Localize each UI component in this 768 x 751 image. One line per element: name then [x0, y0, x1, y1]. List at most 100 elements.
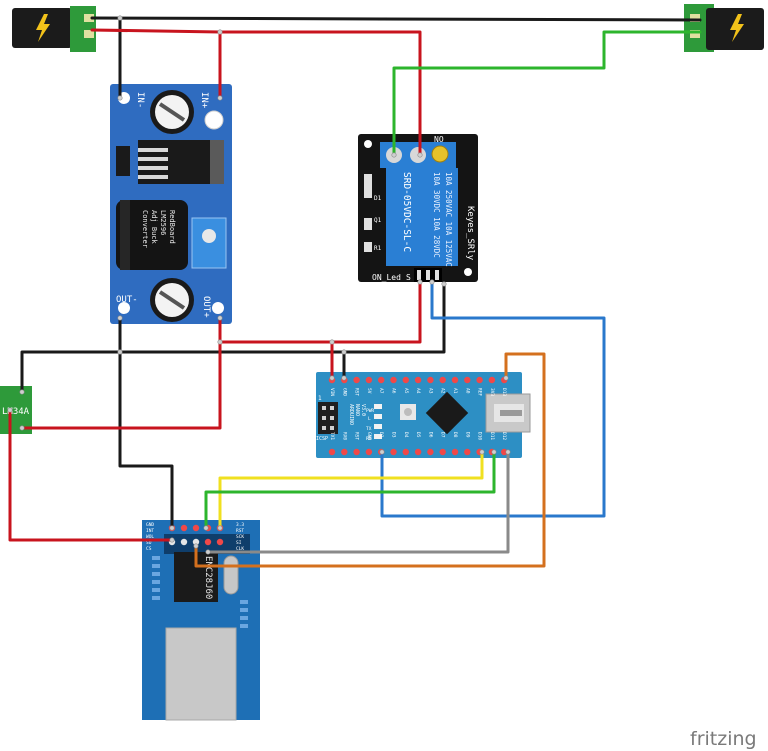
nano-pin-hole[interactable] [451, 448, 459, 456]
wire-endpoint[interactable] [117, 349, 123, 355]
nano-pin-hole[interactable] [451, 376, 459, 384]
wire-endpoint[interactable] [479, 449, 485, 455]
nano-pin-label: A0 [464, 388, 470, 394]
eth-pin-hole[interactable] [216, 538, 224, 546]
eth-pin-hole[interactable] [192, 524, 200, 532]
wire-endpoint[interactable] [503, 375, 509, 381]
wire-endpoint[interactable] [193, 543, 199, 549]
wire-endpoint[interactable] [217, 95, 223, 101]
nano-pin-hole[interactable] [365, 376, 373, 384]
wire-endpoint[interactable] [417, 152, 423, 158]
wire-endpoint[interactable] [491, 449, 497, 455]
wire-gnd-top [90, 16, 702, 22]
wire-endpoint[interactable] [417, 279, 423, 285]
wire-endpoint[interactable] [391, 152, 397, 158]
nano-pin-label: D13 [501, 388, 507, 396]
wire-endpoint[interactable] [329, 375, 335, 381]
wire-endpoint[interactable] [203, 525, 209, 531]
nano-pin-label: TX1 [329, 432, 335, 440]
wire-endpoint[interactable] [217, 525, 223, 531]
wire-endpoint[interactable] [169, 537, 175, 543]
nano-pin-hole[interactable] [341, 448, 348, 456]
wire-endpoint[interactable] [217, 29, 223, 35]
wire-relay-no-out [392, 30, 702, 157]
wire-endpoint[interactable] [379, 449, 385, 455]
nano-pin-hole[interactable] [427, 376, 434, 384]
nano-pin-hole[interactable] [353, 448, 360, 456]
nano-pin-hole[interactable] [390, 448, 397, 456]
wire-endpoint[interactable] [117, 15, 123, 21]
nano-pin-label: RST [354, 432, 360, 440]
wire-spi-green [204, 450, 496, 530]
wire-endpoint[interactable] [205, 549, 211, 555]
wire-endpoint[interactable] [117, 95, 123, 101]
nano-pin-hole[interactable] [476, 376, 483, 384]
wire-gnd-nano [118, 282, 446, 354]
wire-endpoint[interactable] [217, 315, 223, 321]
wire-endpoint[interactable] [217, 339, 223, 345]
eth-pin-hole[interactable] [204, 538, 212, 546]
nano-pin-hole[interactable] [414, 448, 422, 456]
buck-out-plus-label: OUT+ [201, 296, 211, 318]
wire-endpoint[interactable] [441, 281, 447, 287]
nano-pin-label: A4 [415, 388, 421, 394]
nano-pin-hole[interactable] [427, 448, 434, 456]
wire-endpoint[interactable] [117, 315, 123, 321]
eth-pin-hole[interactable] [192, 538, 200, 546]
wire-endpoint[interactable] [169, 525, 175, 531]
rj45-jack[interactable] [165, 627, 237, 721]
nano-pwr-label: PWR [366, 408, 374, 414]
wire-endpoint[interactable] [19, 389, 25, 395]
smd-pad [152, 556, 160, 560]
nano-pin-hole[interactable] [328, 448, 336, 456]
nano-pin-hole[interactable] [378, 376, 385, 384]
nano-pin-hole[interactable] [402, 448, 409, 456]
relay-s-pin: S [406, 273, 411, 282]
wire-endpoint[interactable] [19, 425, 25, 431]
nano-pin-hole[interactable] [390, 376, 397, 384]
wire-endpoint[interactable] [505, 449, 511, 455]
inductor [116, 200, 188, 270]
smd-pad [152, 564, 160, 568]
relay-cube [386, 168, 458, 266]
inductor-text-2: LM2596 [159, 210, 167, 235]
relay-model: SRD-05VDC-SL-C [401, 172, 412, 252]
smd-pad [240, 608, 248, 612]
eth-pin-label: SCK [236, 534, 244, 540]
smd-pad [152, 588, 160, 592]
nano-pin-hole[interactable] [501, 448, 508, 456]
smd-pad [240, 616, 248, 620]
nano-pin-hole[interactable] [402, 376, 409, 384]
wire-endpoint[interactable] [429, 279, 435, 285]
wire-endpoint[interactable] [7, 407, 13, 413]
nano-pin-hole[interactable] [439, 448, 446, 456]
inductor-text-1: RedBoard [168, 210, 176, 244]
nano-pin-hole[interactable] [353, 376, 360, 384]
nano-pin-hole[interactable] [464, 448, 471, 456]
nano-pin-label: D3 [391, 432, 397, 438]
nano-pin-hole[interactable] [439, 376, 446, 384]
lm34a-sensor: LM34A [0, 386, 32, 434]
nano-pin-hole[interactable] [488, 376, 496, 384]
nano-pin-label: D6 [427, 432, 433, 438]
nano-pin-hole[interactable] [414, 376, 422, 384]
wire-endpoint[interactable] [329, 339, 335, 345]
nano-pin-hole[interactable] [365, 448, 373, 456]
wire-endpoint[interactable] [341, 375, 347, 381]
nano-pin-label: A3 [427, 388, 433, 394]
nano-pin-hole[interactable] [464, 376, 471, 384]
wire-spi-yellow [218, 450, 484, 530]
buck-out-minus-label: OUT- [116, 295, 138, 305]
eth-pin-hole[interactable] [180, 524, 188, 532]
nano-pin-label: D2 [378, 432, 384, 438]
atmega-chip [425, 391, 469, 435]
wire-endpoint[interactable] [341, 349, 347, 355]
eth-pin-label: GND [146, 522, 154, 528]
eth-pin-hole[interactable] [180, 538, 188, 546]
wire-gnd-eth [118, 350, 174, 530]
nano-pin-label: A7 [378, 388, 384, 394]
nano-pin-label: D4 [403, 432, 409, 438]
relay-on-led: ON_Led [372, 273, 401, 282]
relay-q1: Q1 [374, 217, 382, 224]
